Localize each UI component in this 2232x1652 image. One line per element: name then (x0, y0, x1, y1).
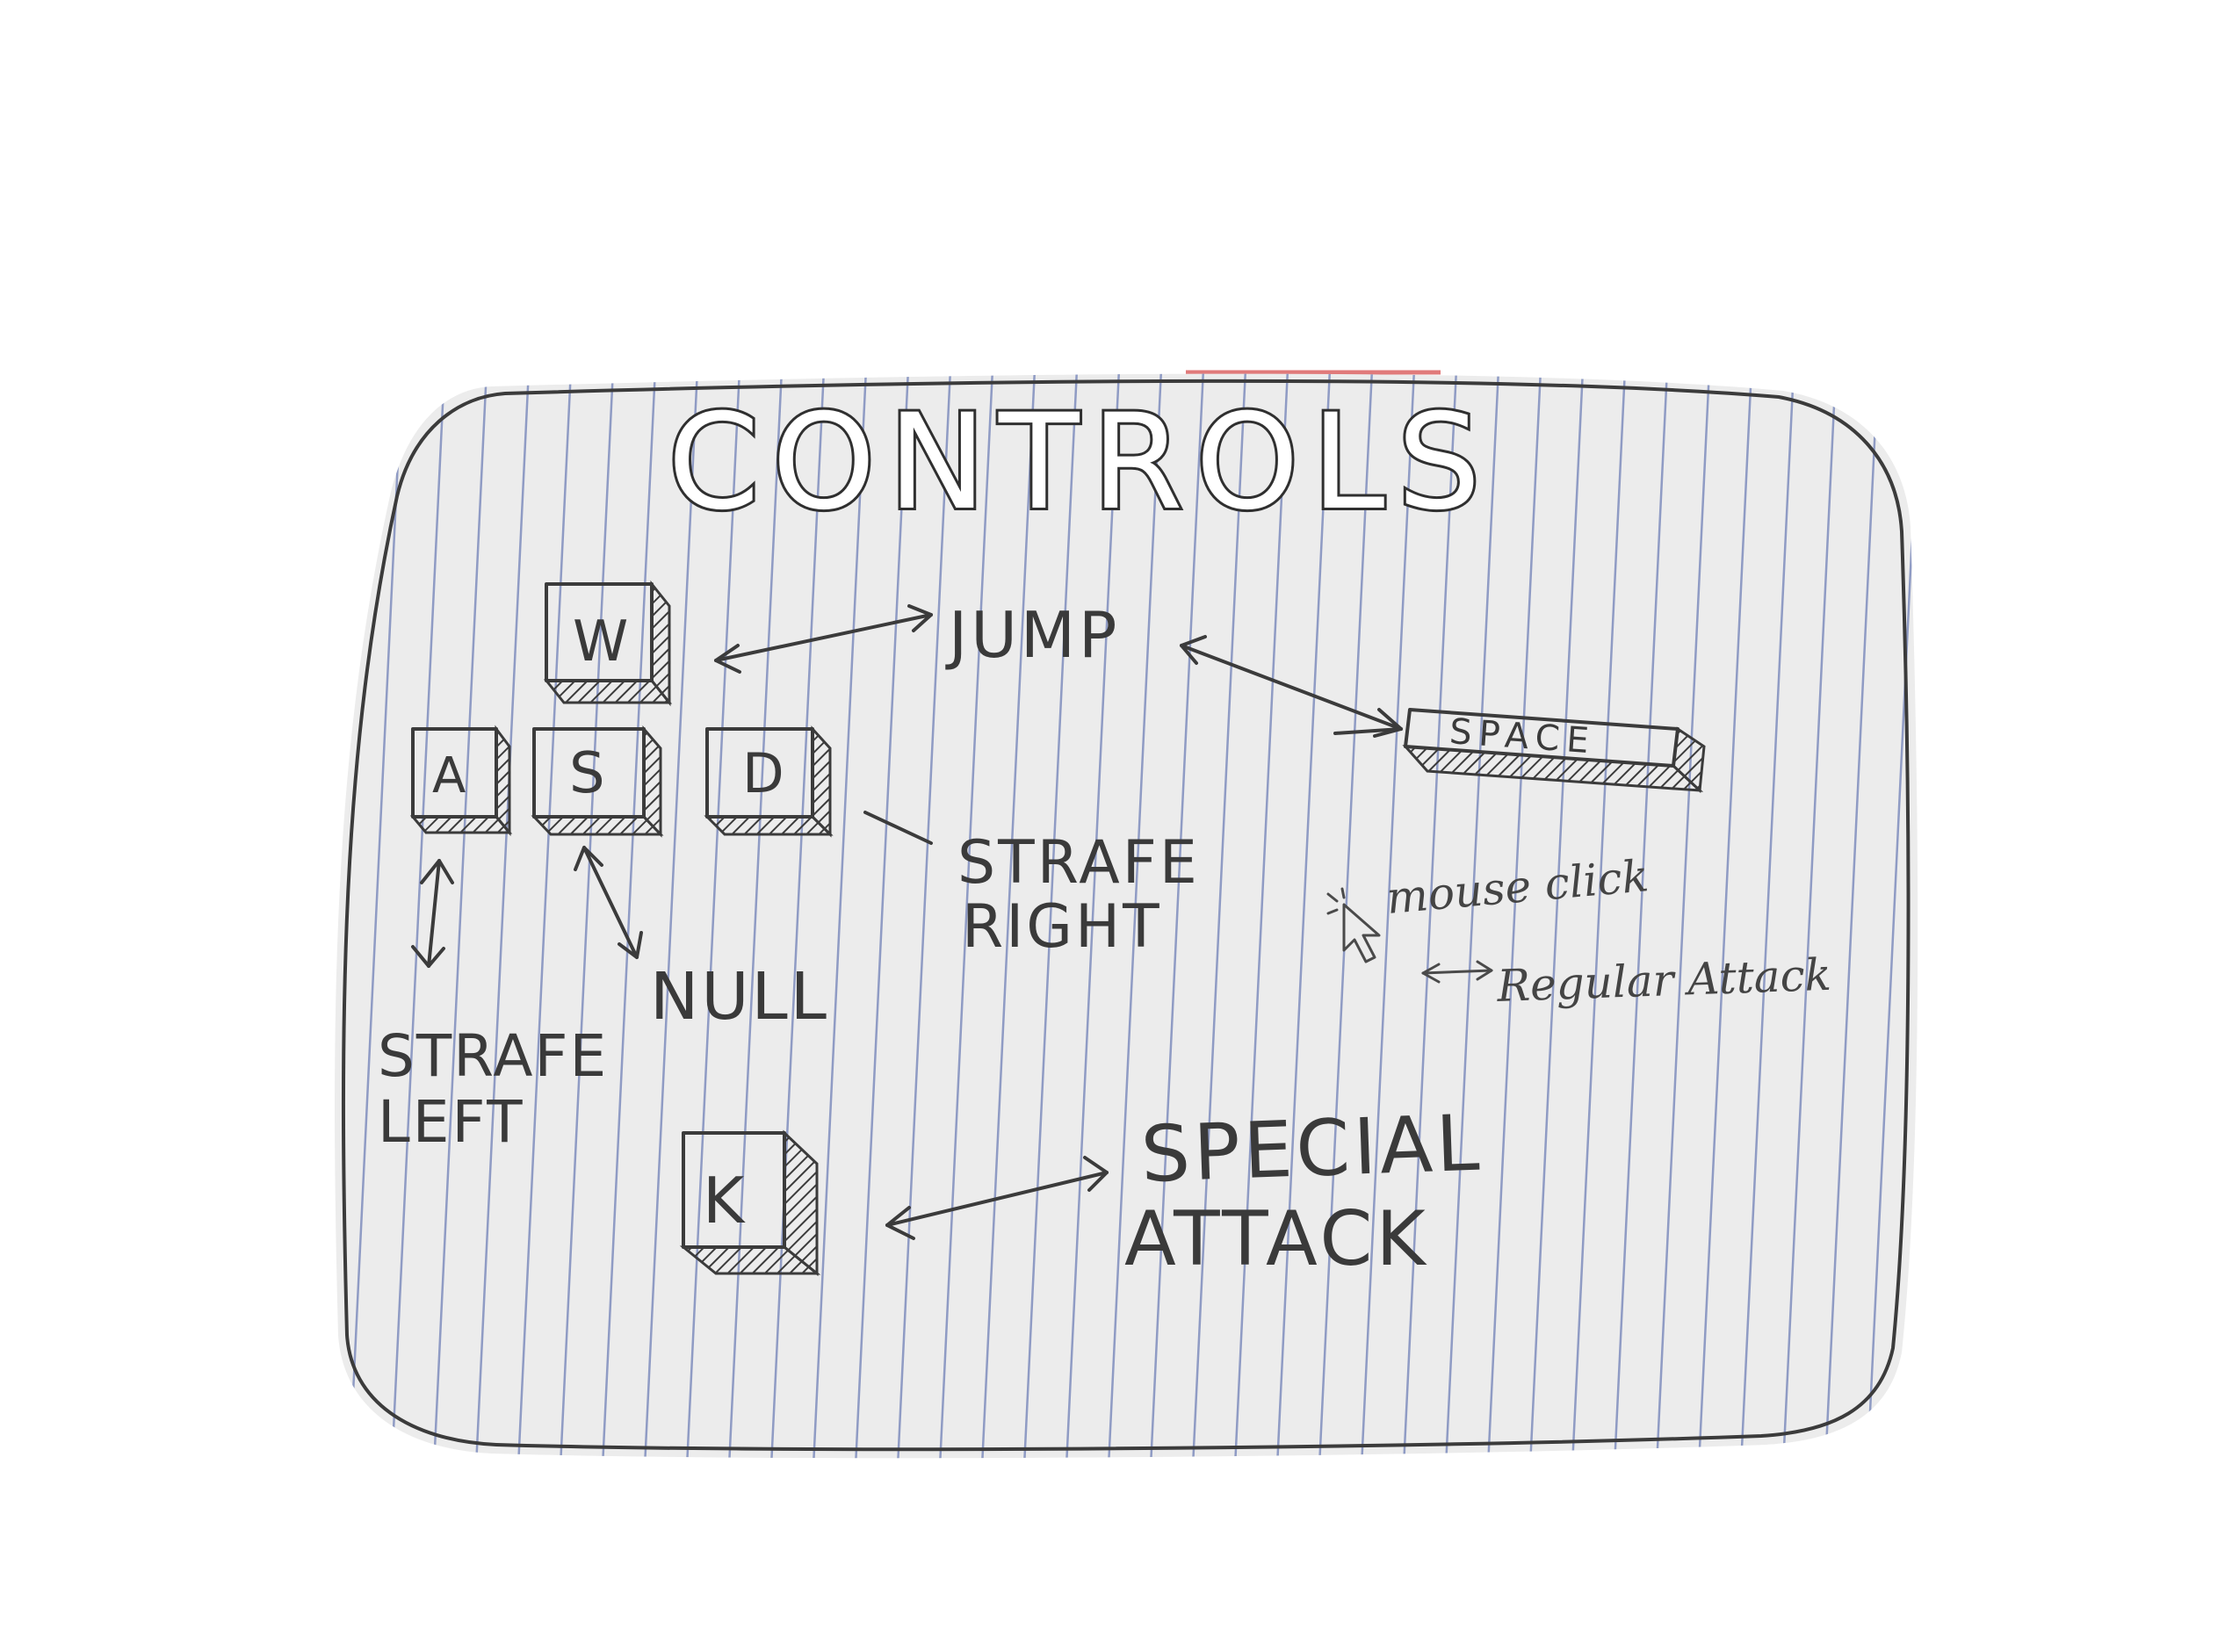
ruled-line (685, 373, 741, 1459)
key-w: W (543, 580, 673, 707)
ruled-line (1444, 373, 1500, 1459)
label-strafe-left-2: LEFT (378, 1088, 525, 1156)
ruled-line (812, 373, 868, 1459)
ruled-line (1402, 373, 1458, 1459)
ruled-line (1486, 373, 1542, 1459)
ruled-line (896, 373, 952, 1459)
card-border (341, 379, 1911, 1452)
ruled-line (1149, 373, 1205, 1459)
ruled-lines (335, 373, 1918, 1459)
ruled-line (854, 373, 910, 1459)
ruled-line (1655, 373, 1711, 1459)
ruled-line (516, 373, 573, 1459)
ruled-line (1781, 373, 1838, 1459)
mouse-cursor-icon (1326, 887, 1381, 963)
label-special-2: ATTACK (1124, 1195, 1429, 1283)
key-s: S (531, 725, 664, 838)
key-d: D (704, 725, 834, 838)
label-special-1: SPECIAL (1139, 1097, 1484, 1200)
ruled-line (601, 373, 657, 1459)
ruled-line (1697, 373, 1753, 1459)
label-strafe-right-2: RIGHT (962, 892, 1162, 962)
ruled-line (474, 373, 531, 1459)
key-w-label: W (573, 610, 628, 675)
ruled-line (1528, 373, 1585, 1459)
page-title: CONTROLS (668, 386, 1493, 539)
ruled-line (727, 373, 784, 1459)
key-k: K (679, 1129, 821, 1277)
ruled-line (1360, 373, 1416, 1459)
label-regular-attack: Regular Attack (1495, 949, 1831, 1012)
arrow-k-special (885, 1156, 1109, 1240)
label-null: NULL (650, 959, 829, 1035)
ruled-line (1613, 373, 1669, 1459)
ruled-line (1233, 373, 1289, 1459)
line-d-strafe-right (863, 811, 933, 845)
ruled-line (769, 373, 826, 1459)
ruled-line (559, 373, 615, 1459)
ruled-line (390, 373, 446, 1459)
key-space: SPACE (1402, 708, 1706, 794)
label-jump: JUMP (945, 598, 1120, 672)
ruled-line (643, 373, 699, 1459)
ruled-line (1275, 373, 1332, 1459)
arrow-mouse-regular (1421, 960, 1493, 984)
arrow-a-strafe-left (411, 859, 454, 968)
ruled-line (980, 373, 1037, 1459)
label-strafe-right-1: STRAFE (957, 828, 1200, 898)
ruled-line (1571, 373, 1627, 1459)
arrow-w-jump (714, 604, 933, 674)
ruled-line (1065, 373, 1121, 1459)
label-strafe-left-1: STRAFE (378, 1022, 608, 1090)
paper-sheet (335, 373, 1918, 1459)
key-d-label: D (742, 741, 784, 805)
ruled-line (1824, 373, 1880, 1459)
key-k-label: K (703, 1164, 746, 1237)
key-s-label: S (569, 741, 605, 806)
ruled-line (1191, 373, 1247, 1459)
key-a: A (409, 725, 513, 837)
ruled-line (1739, 373, 1795, 1459)
ruled-line (432, 373, 488, 1459)
ruled-line (1022, 373, 1079, 1459)
arrow-s-null (574, 846, 643, 959)
ruled-line (938, 373, 994, 1459)
key-a-label: A (432, 747, 466, 804)
arrow-jump-space (1180, 635, 1403, 738)
ruled-line (348, 373, 404, 1459)
ruled-line (1107, 373, 1163, 1459)
